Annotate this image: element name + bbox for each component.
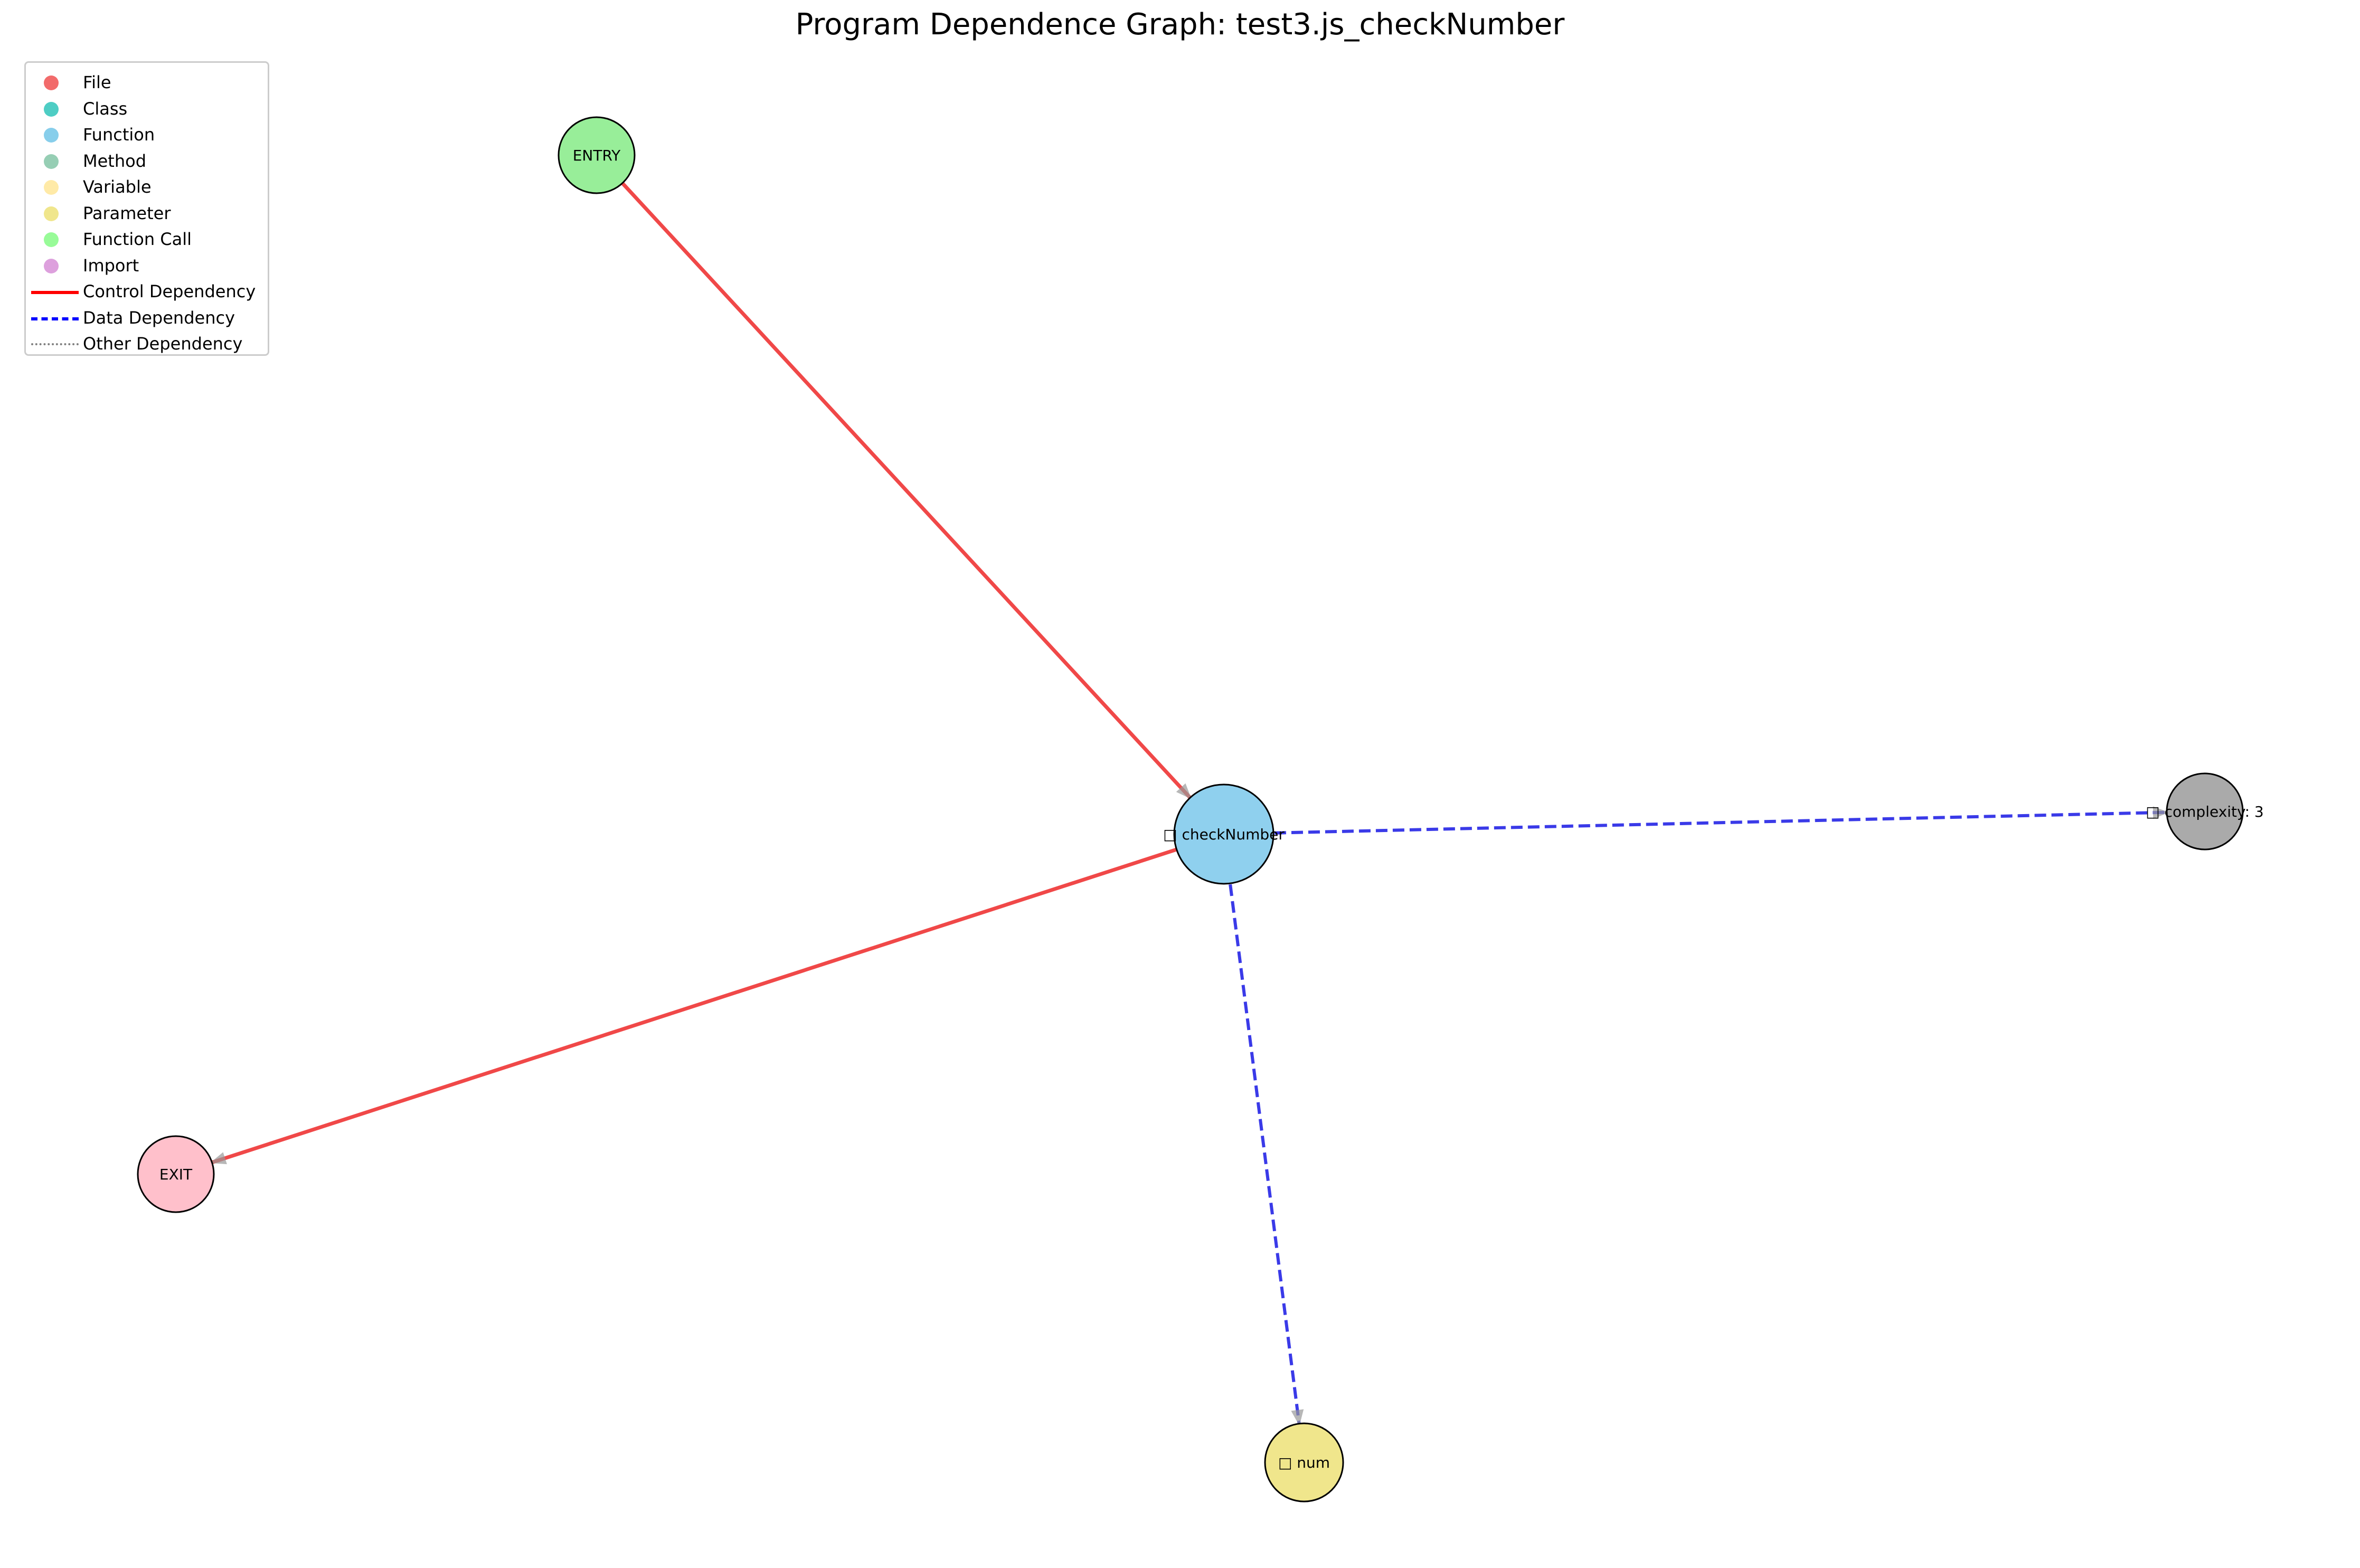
legend-dot-icon <box>44 128 59 143</box>
nodes-layer: ENTRY □ checkNumber □ complexity: 3 EXIT □ n… <box>137 116 2264 1503</box>
edge-func-to-complexity <box>1223 810 2205 836</box>
legend-label: Function <box>83 125 155 145</box>
graph-title: Program Dependence Graph: test3.js_check… <box>795 7 1565 42</box>
legend-item-file: File <box>26 69 269 96</box>
legend-dot-icon <box>44 101 59 117</box>
legend-label: Control Dependency <box>83 281 256 301</box>
legend-line-icon <box>31 317 79 320</box>
node-circle-exit <box>137 1135 215 1213</box>
legend-line-icon <box>31 343 79 345</box>
node-complexity[interactable]: □ complexity: 3 <box>2146 772 2264 851</box>
arrowhead-entry-to-func <box>1176 783 1192 799</box>
legend-dot-icon <box>44 258 59 273</box>
legend-item-data-dependency: Data Dependency <box>26 305 269 331</box>
legend-item-method: Method <box>26 148 269 174</box>
legend-item-function: Function <box>26 121 269 148</box>
legend-label: Variable <box>83 177 152 197</box>
node-circle-num <box>1264 1422 1344 1503</box>
node-label-exit: EXIT <box>159 1166 193 1183</box>
legend-item-import: Import <box>26 252 269 279</box>
arrowhead-func-to-exit <box>210 1152 227 1165</box>
legend-dot-icon <box>44 75 59 90</box>
node-entry[interactable]: ENTRY <box>558 116 636 194</box>
legend-item-other-dependency: Other Dependency <box>26 330 269 357</box>
node-label-entry: ENTRY <box>573 147 621 164</box>
legend-label: Import <box>83 255 139 276</box>
edge-entry-to-func <box>595 154 1225 836</box>
node-num[interactable]: □ num <box>1264 1422 1344 1503</box>
legend-label: Parameter <box>83 203 171 223</box>
edge-func-to-exit <box>175 832 1225 1176</box>
node-circle-complexity <box>2166 772 2244 851</box>
legend-dot-icon <box>44 206 59 221</box>
node-circle-entry <box>558 116 636 194</box>
node-label-complexity: □ complexity: 3 <box>2146 803 2263 820</box>
legend-label: Method <box>83 150 147 171</box>
legend-dot-icon <box>44 180 59 195</box>
legend-dot-icon <box>44 232 59 247</box>
legend-line-icon <box>31 291 79 294</box>
node-label-func: □ checkNumber <box>1163 826 1285 843</box>
legend-item-variable: Variable <box>26 174 269 200</box>
legend-dot-icon <box>44 154 59 169</box>
legend-item-class: Class <box>26 96 269 122</box>
node-func[interactable]: □ checkNumber <box>1163 783 1285 885</box>
edges-layer <box>175 154 2205 1463</box>
legend-item-control-dependency: Control Dependency <box>26 278 269 305</box>
arrowhead-func-to-num <box>1291 1409 1304 1426</box>
edge-func-to-num <box>1222 834 1306 1463</box>
legend-label: Other Dependency <box>83 334 243 354</box>
legend-label: Function Call <box>83 229 192 249</box>
legend-label: Data Dependency <box>83 307 235 328</box>
legend-item-parameter: Parameter <box>26 200 269 226</box>
legend-item-function-call: Function Call <box>26 226 269 252</box>
node-exit[interactable]: EXIT <box>137 1135 215 1213</box>
arrowhead-func-to-complexity <box>2153 806 2169 819</box>
legend-label: File <box>83 72 111 92</box>
legend-label: Class <box>83 98 128 119</box>
node-circle-func <box>1173 783 1275 885</box>
node-label-num: □ num <box>1278 1454 1330 1471</box>
